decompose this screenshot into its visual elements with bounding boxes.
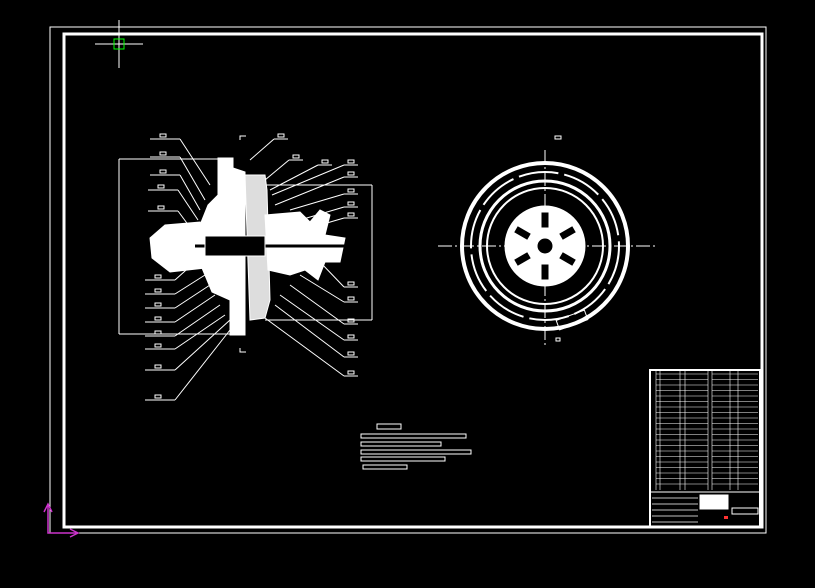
part-number-box xyxy=(154,288,162,293)
crosshair-cursor-icon xyxy=(95,20,143,68)
part-number-box xyxy=(347,212,355,217)
shaft-bore xyxy=(204,235,266,257)
leader-line xyxy=(264,159,290,181)
part-number-box xyxy=(347,318,355,323)
leader-line xyxy=(279,294,345,341)
section-mark-bottom xyxy=(239,348,246,353)
petal-slot xyxy=(557,224,578,242)
part-number-box xyxy=(347,171,355,176)
leader-line xyxy=(179,174,201,211)
petal-slot xyxy=(512,250,533,268)
petal-slot xyxy=(540,263,550,281)
leader-line xyxy=(319,217,345,226)
part-number-box xyxy=(347,281,355,286)
leader-line xyxy=(179,138,211,186)
part-number-box xyxy=(347,370,355,375)
leader-line xyxy=(269,164,319,191)
part-number-box xyxy=(347,334,355,339)
leader-line xyxy=(289,193,345,211)
leader-line xyxy=(274,304,345,358)
bolt-circle xyxy=(470,171,620,321)
part-number-box xyxy=(157,184,165,189)
leader-line xyxy=(174,329,231,401)
leader-line xyxy=(174,261,196,281)
outer-rim xyxy=(460,161,630,331)
title-block-name-field xyxy=(699,494,729,510)
leader-line xyxy=(177,210,193,231)
title-block xyxy=(649,369,761,528)
technical-notes xyxy=(360,423,472,470)
part-number-box xyxy=(159,151,167,156)
part-number-box xyxy=(347,159,355,164)
part-number-box xyxy=(277,133,285,138)
leader-line xyxy=(174,319,231,371)
petal-slot xyxy=(512,224,533,242)
petal-slot xyxy=(557,250,578,268)
leader-line xyxy=(179,156,206,201)
leader-line xyxy=(319,261,345,288)
part-number-box xyxy=(154,330,162,335)
leader-line xyxy=(174,294,216,323)
release-lever xyxy=(555,309,589,331)
label-box xyxy=(555,337,561,342)
part-number-box xyxy=(347,351,355,356)
friction-ring-outer xyxy=(478,179,612,313)
leader-line xyxy=(177,189,199,221)
title-block-field xyxy=(731,507,759,515)
input-shaft-left xyxy=(149,221,206,273)
leader-line xyxy=(174,284,211,309)
part-number-box xyxy=(159,169,167,174)
front-view[interactable] xyxy=(438,135,655,345)
part-number-box xyxy=(154,364,162,369)
part-number-box xyxy=(292,154,300,159)
part-number-box xyxy=(157,205,165,210)
section-mark-top xyxy=(239,135,246,140)
center-hub xyxy=(534,235,556,257)
petal-slot xyxy=(540,211,550,229)
label-box xyxy=(554,135,562,140)
part-number-box xyxy=(347,188,355,193)
part-number-box xyxy=(154,316,162,321)
leader-line xyxy=(299,206,345,221)
ucs-axis-icon xyxy=(43,502,80,538)
friction-ring-inner xyxy=(486,187,604,305)
section-view[interactable] xyxy=(118,133,373,401)
part-number-box xyxy=(159,133,167,138)
leader-line xyxy=(274,176,345,206)
part-number-box xyxy=(154,343,162,348)
part-number-box xyxy=(154,302,162,307)
part-number-box xyxy=(347,201,355,206)
leader-line xyxy=(289,284,345,325)
leader-line xyxy=(264,317,345,377)
leader-line xyxy=(271,164,345,196)
title-block-mark xyxy=(724,516,728,519)
leader-line xyxy=(299,274,345,303)
outer-sheet-border xyxy=(49,26,767,534)
leader-line xyxy=(174,314,226,350)
leader-line xyxy=(174,304,221,337)
part-number-box xyxy=(347,296,355,301)
part-number-box xyxy=(321,159,329,164)
part-number-box xyxy=(154,274,162,279)
leader-line xyxy=(249,138,275,161)
inner-drawing-frame xyxy=(62,32,764,529)
part-number-box xyxy=(154,394,162,399)
leader-line xyxy=(174,274,206,295)
